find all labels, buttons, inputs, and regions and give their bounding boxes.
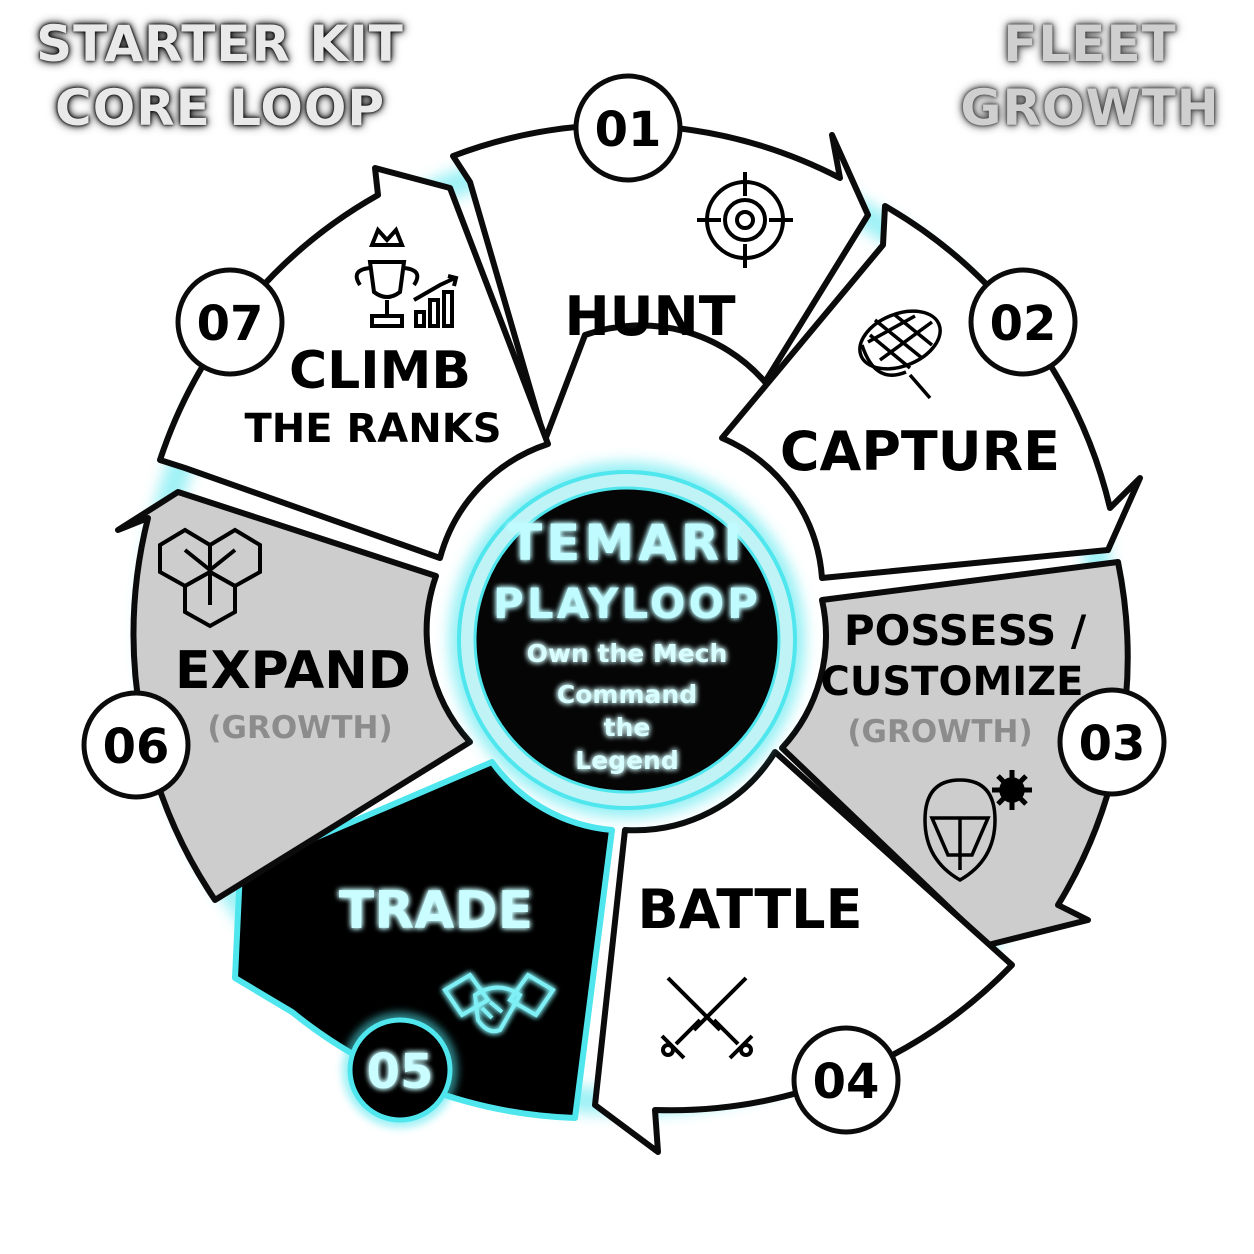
badge-06-number: 06 <box>103 719 170 775</box>
center-tagline-1: Own the Mech <box>527 639 728 668</box>
note-growth-expand: (GROWTH) <box>207 710 392 746</box>
center-title-line2: PLAYLOOP <box>493 579 761 628</box>
segment-capture[interactable] <box>719 203 1143 581</box>
trophy-chart-icon <box>354 226 459 328</box>
badge-07-number: 07 <box>197 296 264 352</box>
center-tagline-2-line3: Legend <box>575 746 678 775</box>
segment-possess-customize[interactable] <box>779 559 1131 948</box>
helmet-gear-icon <box>923 770 1032 883</box>
net-icon <box>858 309 942 400</box>
label-trade: TRADE <box>339 881 533 941</box>
corner-left-line1: STARTER KIT <box>36 15 404 73</box>
label-expand: EXPAND <box>175 641 411 701</box>
center-tagline-2-line2: the <box>604 713 651 742</box>
badge-07: 07 <box>175 267 285 377</box>
label-battle: BATTLE <box>638 878 863 941</box>
label-the-ranks: THE RANKS <box>244 406 501 452</box>
badge-04-number: 04 <box>813 1054 880 1110</box>
handshake-icon <box>442 972 556 1034</box>
badge-02-number: 02 <box>990 296 1057 352</box>
badge-01: 01 <box>573 73 683 183</box>
starter-kit-core-loop-title: STARTER KIT CORE LOOP <box>20 12 420 140</box>
badge-05-number: 05 <box>367 1044 434 1100</box>
corner-right-line2: GROWTH <box>960 79 1220 137</box>
crosshair-icon <box>697 172 793 268</box>
label-climb: CLIMB <box>289 341 471 401</box>
label-customize: CUSTOMIZE <box>821 659 1084 705</box>
badge-05: 05 <box>342 1012 458 1128</box>
label-possess: POSSESS / <box>844 606 1087 655</box>
badge-02: 02 <box>968 267 1078 377</box>
badge-01-number: 01 <box>595 102 662 158</box>
corner-right-line1: FLEET <box>1003 15 1177 73</box>
badge-04: 04 <box>791 1025 901 1135</box>
badge-06: 06 <box>81 690 191 800</box>
crossed-swords-icon <box>660 976 754 1060</box>
badge-03-number: 03 <box>1079 716 1146 772</box>
note-growth-possess: (GROWTH) <box>847 714 1032 750</box>
center-title-line1: TEMARI <box>508 514 746 572</box>
fleet-growth-title: FLEET GROWTH <box>940 12 1240 140</box>
label-hunt: HUNT <box>564 285 735 348</box>
badge-03: 03 <box>1057 687 1167 797</box>
corner-left-line2: CORE LOOP <box>55 79 385 137</box>
segment-battle[interactable] <box>592 749 1015 1155</box>
hex-expand-icon <box>158 527 262 629</box>
center-tagline-2-line1: Command <box>557 680 697 709</box>
segment-trade[interactable] <box>232 759 615 1121</box>
label-capture: CAPTURE <box>780 420 1060 483</box>
